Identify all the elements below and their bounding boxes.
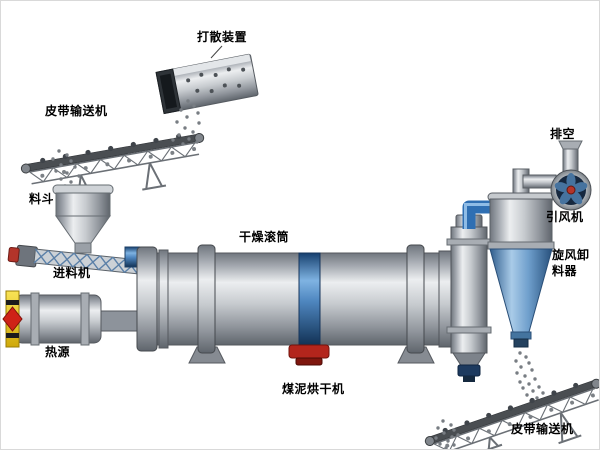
label-feeder: 进料机: [53, 266, 91, 280]
label-cyclone-discharger: 旋风卸料器: [552, 248, 590, 278]
material-dots-belt-discharge: [434, 419, 460, 449]
label-belt-conveyor-bottom: 皮带输送机: [511, 422, 574, 436]
flame-icon: [2, 306, 23, 332]
hopper-graphic: [52, 184, 114, 254]
label-coal-slime-dryer: 煤泥烘干机: [282, 382, 345, 396]
cyclone-discharger-graphic: [487, 168, 557, 348]
exhaust-duct-pipe-graphic: [462, 200, 495, 229]
discharge-chamber-graphic: [446, 214, 492, 382]
drive-motor-graphic: [288, 344, 330, 359]
drying-drum-graphic: [136, 244, 452, 366]
scatter-device-graphic: [155, 53, 259, 115]
induced-draft-fan-graphic: [550, 140, 592, 211]
label-drying-drum: 干燥滚筒: [239, 230, 290, 244]
scatter-device-pointer-line: [210, 45, 223, 59]
label-heat-source: 热源: [45, 345, 71, 359]
label-belt-conveyor-top: 皮带输送机: [45, 104, 108, 118]
label-scatter-device: 打散装置: [197, 30, 248, 44]
label-induced-draft-fan: 引风机: [546, 210, 584, 224]
belt-conveyor-bottom-graphic: [422, 374, 599, 449]
heat-source-graphic: [2, 290, 142, 348]
label-exhaust: 排空: [550, 127, 576, 141]
material-dots-scatter-to-belt: [171, 99, 201, 146]
label-hopper: 料斗: [29, 192, 55, 206]
fan-blades-icon: [554, 173, 588, 205]
material-dots-cyclone-to-belt: [514, 351, 548, 403]
feeder-graphic: [7, 244, 140, 275]
